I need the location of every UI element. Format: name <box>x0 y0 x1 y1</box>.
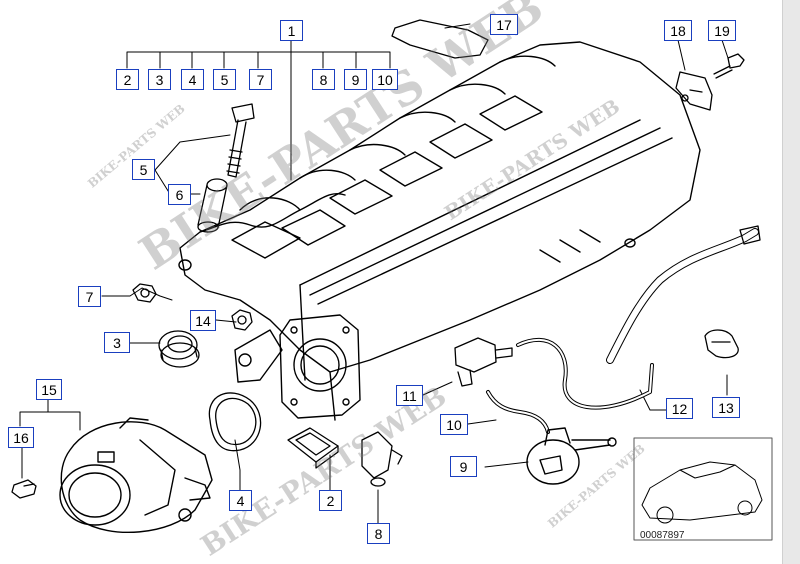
bracket-18 <box>675 71 713 111</box>
callout-4-gasket[interactable]: 4 <box>229 490 252 511</box>
callout-16[interactable]: 16 <box>8 427 34 448</box>
callout-17[interactable]: 17 <box>490 14 518 35</box>
cover-17 <box>391 19 489 59</box>
callout-2-gasket[interactable]: 2 <box>319 490 342 511</box>
callout-8[interactable]: 8 <box>312 69 335 90</box>
clip-13 <box>704 329 739 359</box>
valve-8 <box>361 431 403 487</box>
callout-9[interactable]: 9 <box>344 69 367 90</box>
callout-2[interactable]: 2 <box>116 69 139 90</box>
valve-9 <box>526 427 617 485</box>
callout-15[interactable]: 15 <box>36 379 62 400</box>
gasket-2 <box>287 427 339 469</box>
callout-6[interactable]: 6 <box>168 184 191 205</box>
callout-19[interactable]: 19 <box>708 20 736 41</box>
callout-10[interactable]: 10 <box>372 69 398 90</box>
callout-7-nut[interactable]: 7 <box>78 286 101 307</box>
callout-14[interactable]: 14 <box>190 310 216 331</box>
throttle-body-15 <box>59 417 213 534</box>
callout-7[interactable]: 7 <box>249 69 272 90</box>
car-thumbnail <box>633 437 773 541</box>
nut-7 <box>132 283 157 303</box>
callout-13[interactable]: 13 <box>712 397 740 418</box>
bolt-5 <box>226 103 255 178</box>
callout-11[interactable]: 11 <box>396 385 423 406</box>
reference-number: 00087897 <box>640 530 685 541</box>
callout-1[interactable]: 1 <box>280 20 303 41</box>
hose-12 <box>516 338 654 410</box>
screw-16 <box>11 479 37 499</box>
screw-19 <box>713 53 745 79</box>
callout-5[interactable]: 5 <box>213 69 236 90</box>
callout-18[interactable]: 18 <box>664 20 692 41</box>
callout-12[interactable]: 12 <box>666 398 693 419</box>
callout-8-valve[interactable]: 8 <box>367 523 390 544</box>
scroll-strip <box>782 0 800 564</box>
vent-hose <box>606 228 759 364</box>
callout-5-bolt[interactable]: 5 <box>132 159 155 180</box>
solenoid-11 <box>454 337 513 387</box>
sleeve-6 <box>197 178 228 233</box>
throttle-flange <box>234 314 361 419</box>
intake-manifold <box>178 41 701 421</box>
callout-3-ring[interactable]: 3 <box>104 332 130 353</box>
nut-14 <box>231 309 253 331</box>
gasket-4 <box>208 392 262 452</box>
callout-3[interactable]: 3 <box>148 69 171 90</box>
ring-3 <box>158 330 200 368</box>
callout-4[interactable]: 4 <box>181 69 204 90</box>
callout-10-hose[interactable]: 10 <box>440 414 468 435</box>
callout-9-valve[interactable]: 9 <box>450 456 477 477</box>
leader-lines <box>19 23 729 524</box>
